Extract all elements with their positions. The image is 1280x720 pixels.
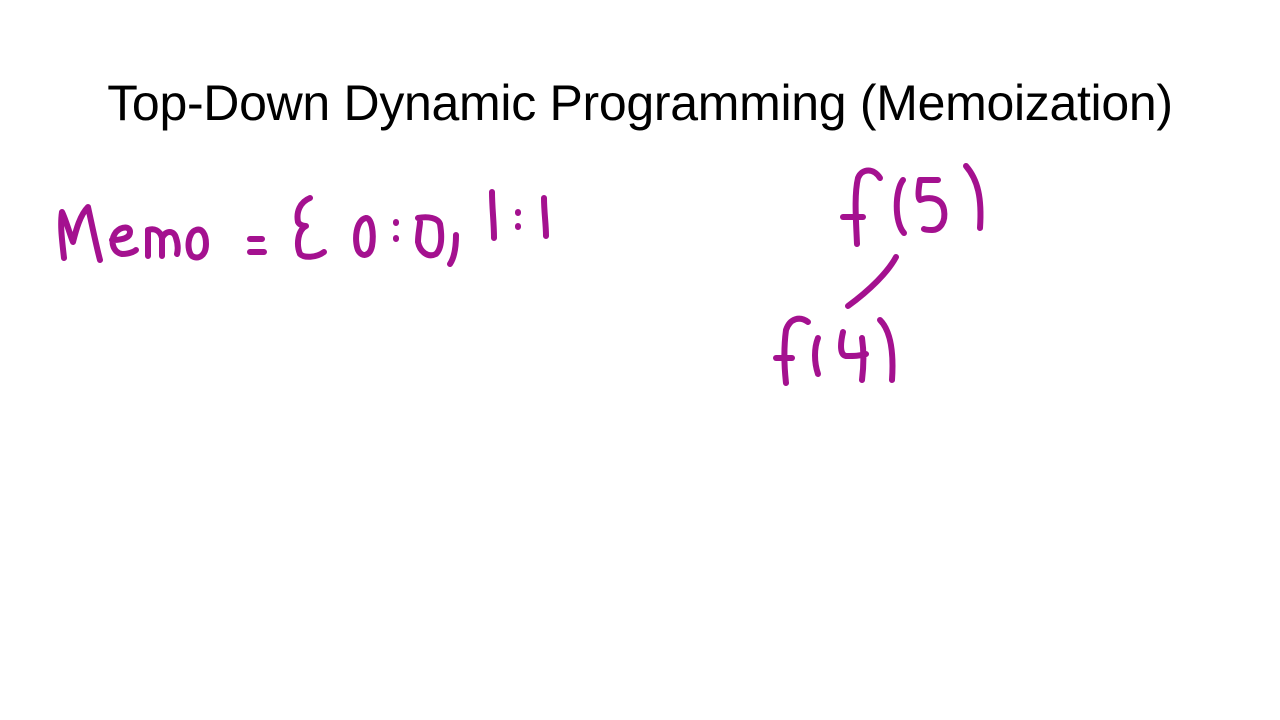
slide-title: Top-Down Dynamic Programming (Memoizatio… [107,75,1173,131]
tree-edge [845,254,899,309]
tree-child-node [773,315,896,386]
tree-root-node [840,163,984,247]
memo-handwriting [58,189,549,267]
